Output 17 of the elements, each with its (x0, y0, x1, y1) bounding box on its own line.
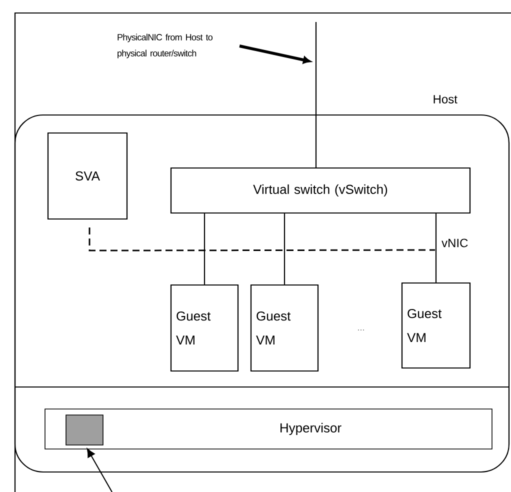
process-box: SVA (47, 132, 128, 220)
vm-box: Guest VM (401, 282, 471, 369)
vm-box: Guest VM (170, 284, 239, 372)
vm-box: Guest VM (250, 284, 319, 372)
connector-line (204, 214, 206, 284)
connector-line (284, 214, 286, 284)
square-marker (66, 414, 104, 446)
edge-label: vNIC (440, 238, 470, 248)
arrow (86, 448, 112, 492)
process-box: Virtual switch (vSwitch) (170, 167, 471, 214)
nic-label: PhysicalNIC from Host to physical router/switch (118, 34, 213, 58)
network-line (315, 22, 317, 168)
arrow (239, 44, 311, 64)
dashed-line (88, 228, 435, 252)
connector-line (435, 214, 437, 282)
hypervisor-bar: Hypervisor (44, 408, 492, 450)
node-label: Host (434, 95, 458, 104)
